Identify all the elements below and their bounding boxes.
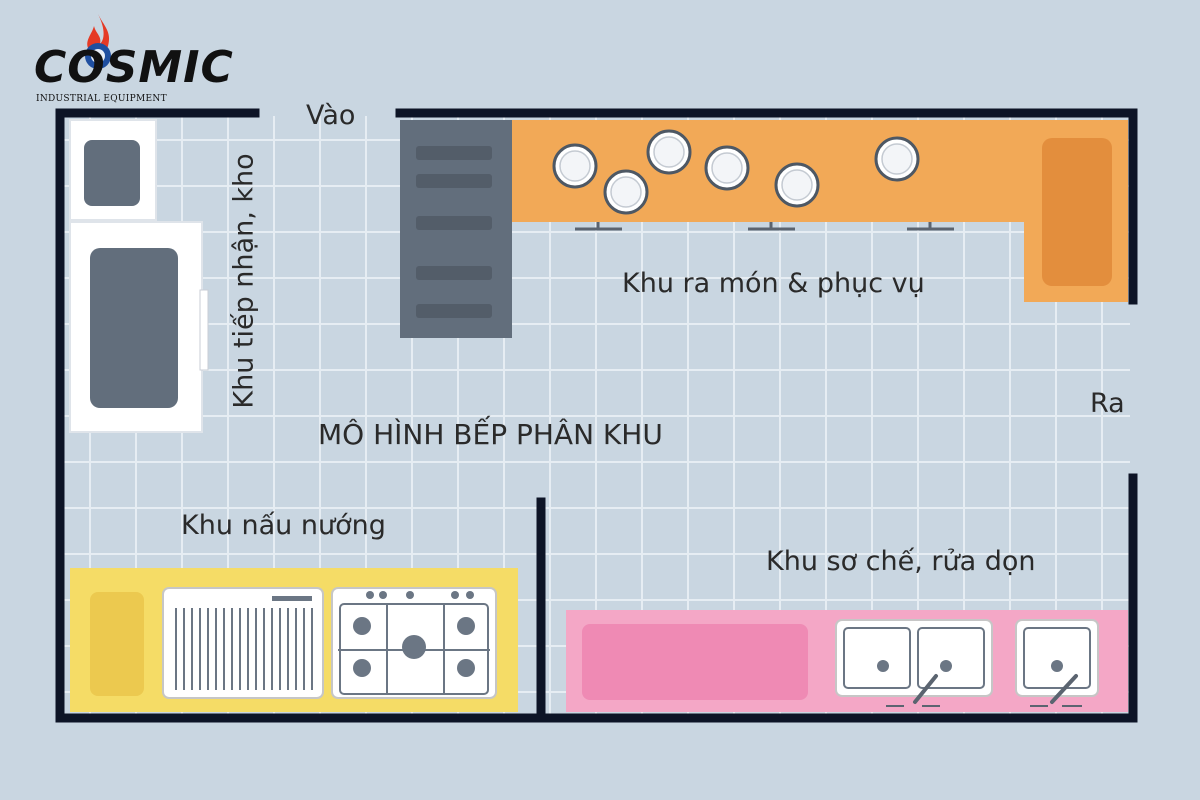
cooking-zone-label: Khu nấu nướng xyxy=(181,510,386,541)
serving-zone-label: Khu ra món & phục vụ xyxy=(622,268,925,299)
prep-wash-counter xyxy=(566,610,1128,712)
walls xyxy=(55,108,1138,723)
prep-wash-zone-label: Khu sơ chế, rửa dọn xyxy=(766,546,1036,577)
cooking-counter xyxy=(70,568,518,712)
entrance-label: Vào xyxy=(306,100,356,131)
logo-wordmark: COSMIC xyxy=(34,42,234,93)
storage-units xyxy=(69,119,209,433)
storage-zone-label: Khu tiếp nhận, kho xyxy=(228,153,260,409)
pass-station xyxy=(400,120,512,338)
flame-icon xyxy=(85,14,111,69)
diagram-title: MÔ HÌNH BẾP PHÂN KHU xyxy=(318,418,663,451)
exit-label: Ra xyxy=(1090,388,1125,419)
cosmic-logo: COSMIC INDUSTRIAL EQUIPMENT xyxy=(30,12,255,108)
logo-tagline: INDUSTRIAL EQUIPMENT xyxy=(36,94,167,104)
stools xyxy=(575,222,954,231)
